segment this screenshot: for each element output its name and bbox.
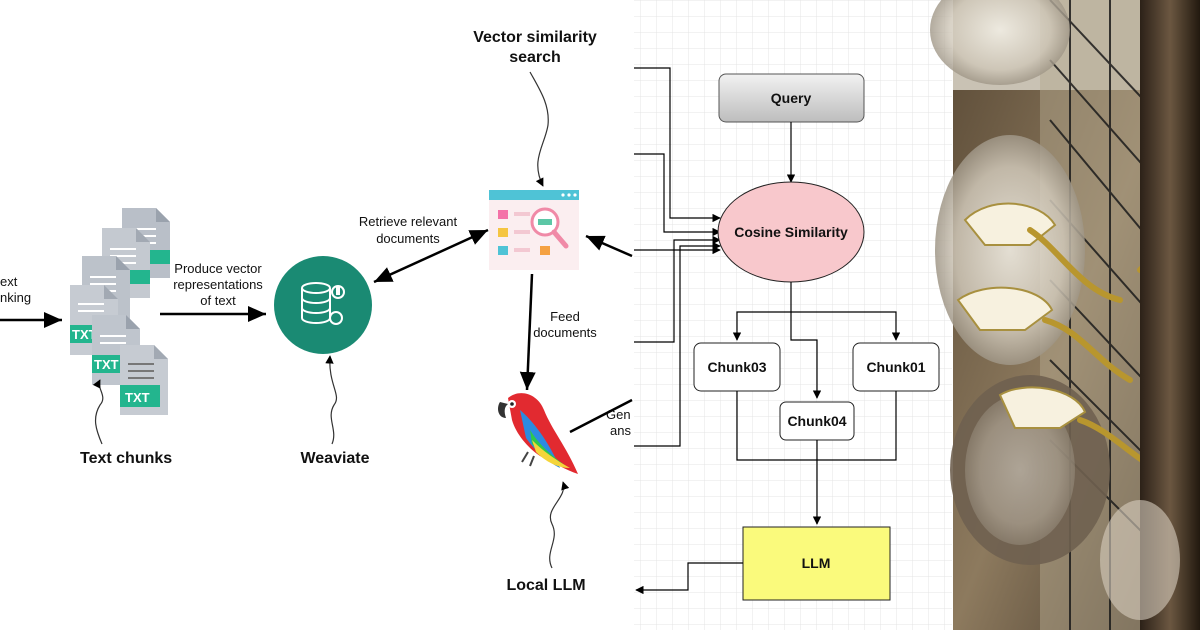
weaviate-pointer [325,355,338,445]
retrieve-arrow [373,228,489,284]
generate-label-line1: Gen [606,407,631,422]
weaviate-icon [274,256,372,354]
text-chunks-icon: TXT TXT TXT [70,208,170,415]
vector-search-title-line2: search [509,49,561,66]
vector-search-title-line1: Vector similarity [473,29,597,46]
cosine-similarity-label: Cosine Similarity [734,224,848,240]
input-label-line1: ext [0,274,18,289]
retrieve-label-line2: documents [376,231,440,246]
weaviate-label: Weaviate [300,450,369,467]
similarity-flow-panel: Query Cosine Similarity Chunk03 Chunk01 … [634,0,952,630]
local-llm-label: Local LLM [506,577,585,594]
feed-label-line2: documents [533,325,597,340]
rag-pipeline-panel: ext nking [0,29,633,594]
feed-arrow [519,273,536,391]
generate-label-line2: ans [610,423,631,438]
llm-label: LLM [802,555,831,571]
txt-badge-a: TXT [72,327,97,342]
local-llm-pointer [549,481,570,569]
chandelier-photo [930,0,1200,630]
feed-label-line1: Feed [550,309,580,324]
generate-line [569,398,633,434]
chunk03-label: Chunk03 [707,359,766,375]
txt-badge-b: TXT [94,357,119,372]
text-chunks-pointer [92,379,104,445]
vector-search-pointer [529,71,549,187]
search-dashboard-icon [489,190,579,270]
chunk01-label: Chunk01 [866,359,925,375]
text-chunks-label: Text chunks [80,450,172,467]
parrot-icon [498,393,578,474]
query-to-search-arrow [585,234,633,258]
txt-badge-c: TXT [125,390,150,405]
produce-label-line1: Produce vector [174,261,262,276]
input-label-line2: nking [0,290,31,305]
produce-label-line3: of text [200,293,236,308]
llm-node [742,526,891,601]
query-label: Query [771,90,812,106]
produce-label-line2: representations [173,277,263,292]
chunk04-label: Chunk04 [787,413,846,429]
retrieve-label-line1: Retrieve relevant [359,214,458,229]
